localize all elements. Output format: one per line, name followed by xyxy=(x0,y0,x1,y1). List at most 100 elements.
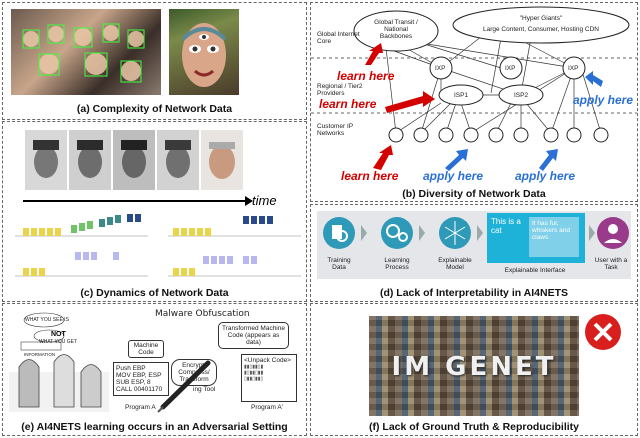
no-icon xyxy=(585,314,621,350)
panel-f: IM GENET (f) Lack of Ground Truth & Repr… xyxy=(310,303,638,436)
panel-d: Training Data Learning Process Explainab… xyxy=(310,204,638,302)
apply-here-3: apply here xyxy=(515,169,576,183)
binary-data: ▮▮▯▮▮▯▮▮▯▮▮▯▮▮▯▮▮▯▮▮▯ xyxy=(244,364,264,382)
malware-title: Malware Obfuscation xyxy=(155,309,250,319)
hypergiant-sublabel: Large Content, Consumer, Hosting CDN xyxy=(483,26,599,33)
code-line: SUB ESP, 8 xyxy=(116,379,151,386)
bubble-line-1: WHAT YOU SEE IS xyxy=(25,317,69,323)
code-box-left: Push EBP MOV EBP, ESP SUB ESP, 8 CALL 00… xyxy=(113,362,169,396)
customer-node xyxy=(438,127,454,143)
caption-f: (f) Lack of Ground Truth & Reproducibili… xyxy=(369,421,579,433)
label-core: Global Internet Core xyxy=(317,31,360,45)
ixp-node xyxy=(429,56,453,80)
ixp-label-3: IXP xyxy=(568,65,579,72)
selfie-photo xyxy=(11,9,161,95)
code-line: CALL 00401170 xyxy=(116,386,163,393)
learn-arrow-2 xyxy=(385,91,435,113)
customer-node xyxy=(463,127,479,143)
customer-node xyxy=(413,127,429,143)
caption-e: (e) AI4NETS learning occurs in an Advers… xyxy=(21,421,288,433)
apply-arrow-3 xyxy=(539,149,558,171)
series-top-left xyxy=(15,214,148,237)
network-diagram xyxy=(311,6,637,171)
user-icon xyxy=(597,217,629,249)
isp2-label: ISP2 xyxy=(514,92,529,99)
panel-b: Global Internet Core Regional / Tier2 Pr… xyxy=(310,2,638,202)
face-2 xyxy=(69,130,111,190)
customer-node xyxy=(543,127,559,143)
caption-c: (c) Dynamics of Network Data xyxy=(80,287,229,299)
mask-face xyxy=(181,23,227,87)
step-user-with-task: User with a Task xyxy=(594,257,628,271)
face-5 xyxy=(201,130,243,190)
bubble-not: NOT xyxy=(51,331,66,338)
program-a-prime-label: Program A' xyxy=(251,404,283,411)
ixp-label-2: IXP xyxy=(505,65,516,72)
apply-here-1: apply here xyxy=(573,93,634,107)
customer-node xyxy=(566,127,582,143)
caption-b: (b) Diversity of Network Data xyxy=(402,188,546,200)
program-a-label: Program A xyxy=(125,404,156,411)
face-1 xyxy=(25,130,67,190)
aging-faces-strip xyxy=(25,130,243,190)
panel-e: WHAT YOU SEE IS NOT WHAT YOU GET INFORMA… xyxy=(2,303,307,436)
code-line: Push EBP xyxy=(116,365,146,372)
step-explainable-model: Explainable Model xyxy=(438,257,472,271)
transit-label: Global Transit / National Backbones xyxy=(374,19,418,40)
illusion-illustration xyxy=(9,312,109,412)
series-bottom-left xyxy=(15,252,148,277)
apply-arrow-2 xyxy=(445,149,468,171)
traffic-timeseries xyxy=(15,214,301,277)
learn-here-1: learn here xyxy=(337,69,395,83)
hypergiant-node xyxy=(452,6,630,44)
pen-icon xyxy=(157,360,211,413)
training-data-icon xyxy=(323,217,355,249)
step-explainable-interface: Explainable Interface xyxy=(504,267,566,274)
customer-node xyxy=(488,127,504,143)
ixp-node xyxy=(499,56,523,80)
series-bottom-right xyxy=(168,256,301,277)
transit-node xyxy=(353,10,439,52)
code-line: MOV EBP, ESP xyxy=(116,372,162,379)
face-detection-boxes xyxy=(22,23,145,83)
cat-reason: It has fur, whiskers and claws xyxy=(532,220,570,241)
time-arrow xyxy=(23,196,253,206)
code-box-right: <Unpack Code> ▮▮▯▮▮▯▮▮▯▮▮▯▮▮▯▮▮▯▮▮▯ xyxy=(241,354,297,402)
panel-c: time (c) Dynamics of Network Data xyxy=(2,121,307,302)
face-3 xyxy=(113,130,155,190)
learn-here-2: learn here xyxy=(319,97,377,111)
ixp-node xyxy=(562,56,586,80)
customer-node xyxy=(513,127,529,143)
label-customer: Customer IP Networks xyxy=(317,123,354,137)
face-4 xyxy=(157,130,199,190)
isp1-label: ISP1 xyxy=(454,92,469,99)
mask-photo xyxy=(169,9,239,95)
learn-here-3: learn here xyxy=(341,169,399,183)
time-label: time xyxy=(252,193,277,208)
imagenet-mosaic xyxy=(369,316,579,416)
series-top-right xyxy=(168,216,301,237)
bubble-line-2: WHAT YOU GET xyxy=(39,339,78,345)
unpack-code: <Unpack Code> xyxy=(244,357,291,364)
learn-arrow-3 xyxy=(373,145,393,170)
label-regional: Regional / Tier2 Providers xyxy=(317,83,363,97)
step-learning-process: Learning Process xyxy=(384,257,410,271)
customer-node xyxy=(388,127,404,143)
learning-process-icon xyxy=(381,217,413,249)
ixp-label-1: IXP xyxy=(435,65,446,72)
caption-a: (a) Complexity of Network Data xyxy=(76,103,233,115)
caption-d: (d) Lack of Interpretability in AI4NETS xyxy=(379,287,569,299)
panel-a: (a) Complexity of Network Data xyxy=(2,2,307,120)
tool-label: ing Tool xyxy=(193,386,216,393)
hypergiant-label: "Hyper Giants" xyxy=(519,15,563,22)
isp1-node xyxy=(438,84,484,106)
machine-code-box: Machine Code xyxy=(128,340,164,358)
transformed-code-box: Transformed Machine Code (appears as dat… xyxy=(218,322,289,349)
apply-arrow-1 xyxy=(585,71,603,87)
mosaic-overlay xyxy=(369,316,579,416)
step-training-data: Training Data xyxy=(327,257,351,271)
learn-arrow-1 xyxy=(365,43,383,65)
cat-text: This is a cat xyxy=(491,217,521,235)
explainable-model-icon xyxy=(439,217,471,249)
pipeline-icons xyxy=(323,213,629,263)
